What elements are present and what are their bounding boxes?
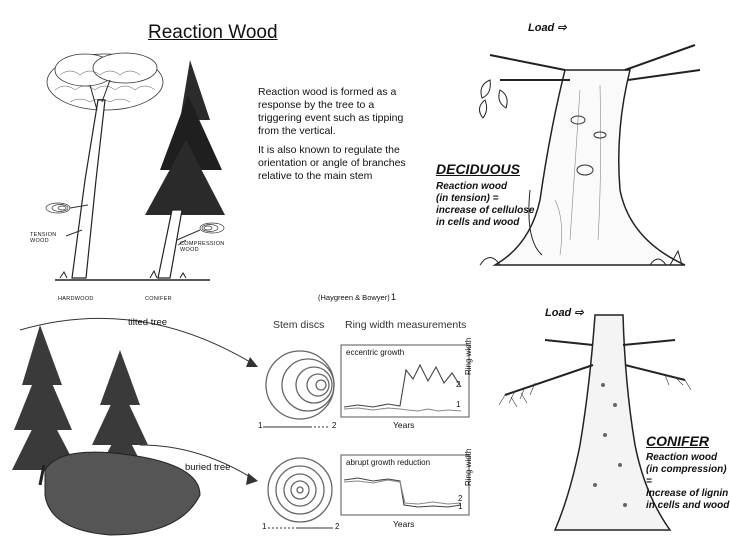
deciduous-line: (in tension) = — [436, 193, 499, 204]
description-paragraph-1: Reaction wood is formed as a response by… — [258, 86, 404, 137]
conifer-line: (in compression) = — [646, 464, 727, 487]
hardwood-crown — [46, 52, 164, 111]
eccentric-series-2 — [343, 407, 462, 412]
deciduous-line: increase of cellulose — [436, 205, 535, 216]
conifer-line: in cells and wood — [646, 500, 730, 511]
ring-width-header: Ring width measurements — [345, 319, 467, 331]
abrupt-series-1 — [343, 477, 462, 508]
eccentric-series-1 — [343, 363, 462, 408]
tilted-tree-label: tilted tree — [128, 317, 168, 328]
concentric-disc — [267, 457, 333, 523]
abrupt-series-2 — [343, 479, 462, 505]
leaves-icon — [479, 79, 508, 119]
tilted-arrow — [19, 317, 256, 366]
abrupt-reduction-label: abrupt growth reduction — [346, 458, 431, 467]
ring-width-axis-top: Ring width — [464, 337, 473, 375]
conifer-trunk-sketch — [498, 314, 692, 531]
deciduous-line: in cells and wood — [436, 217, 520, 228]
mound — [44, 451, 201, 536]
hardwood-label: HARDWOOD — [58, 296, 94, 302]
series-label-2-bottom: 2 — [458, 494, 463, 503]
series-label-1-top: 1 — [456, 400, 461, 409]
deciduous-load-label: Load ⇨ — [528, 22, 567, 34]
page-title: Reaction Wood — [148, 22, 278, 43]
buried-tree-label: buried tree — [185, 462, 231, 473]
description-block: Reaction wood is formed as a response by… — [258, 86, 418, 189]
eccentric-disc — [265, 350, 335, 420]
deciduous-line: Reaction wood — [436, 181, 508, 192]
compression-wood-label: COMPRESSION WOOD — [180, 241, 225, 253]
tilted-conifer — [12, 325, 78, 470]
deciduous-description: Reaction wood (in tension) = increase of… — [436, 181, 534, 229]
series-label-2-top: 2 — [456, 380, 461, 389]
conifer-label: CONIFER — [145, 296, 172, 302]
disc-marker-1-top: 1 — [258, 421, 263, 430]
deciduous-heading: DECIDUOUS — [436, 161, 521, 177]
tilted-buried-trees — [12, 317, 258, 536]
disc-marker-2-bottom: 2 — [335, 522, 340, 531]
buried-arrow — [139, 444, 256, 481]
series-label-1-bottom: 1 — [458, 502, 463, 511]
years-label-top: Years — [393, 420, 415, 430]
conifer-description: Reaction wood (in compression) = increas… — [646, 452, 730, 512]
deciduous-tree-sketch — [479, 44, 701, 266]
hardwood-conifer-figure — [45, 52, 225, 281]
conifer-line: increase of lignin — [646, 488, 729, 499]
tension-wood-disc — [45, 202, 71, 214]
conifer-heading: CONIFER — [646, 433, 709, 449]
description-paragraph-2: It is also known to regulate the orienta… — [258, 144, 406, 182]
ring-width-axis-bottom: Ring width — [464, 448, 473, 486]
conifer-trunk — [553, 314, 672, 531]
page-number: 1 — [391, 292, 397, 302]
stem-discs-header: Stem discs — [273, 319, 325, 331]
conifer-line: Reaction wood — [646, 452, 718, 463]
citation: (Haygreen & Bowyer) — [318, 293, 390, 302]
compression-wood-disc — [199, 222, 225, 234]
years-label-bottom: Years — [393, 519, 415, 529]
disc-marker-1-bottom: 1 — [262, 522, 267, 531]
conifer-load-label: Load ⇨ — [545, 307, 584, 319]
hardwood-trunk — [71, 99, 106, 279]
deciduous-trunk — [492, 69, 686, 266]
ring-analysis — [263, 344, 470, 529]
tension-wood-label: TENSION WOOD — [30, 232, 57, 244]
conifer-tree — [145, 60, 225, 279]
disc-marker-2-top: 2 — [332, 421, 337, 430]
eccentric-growth-label: eccentric growth — [346, 348, 405, 357]
